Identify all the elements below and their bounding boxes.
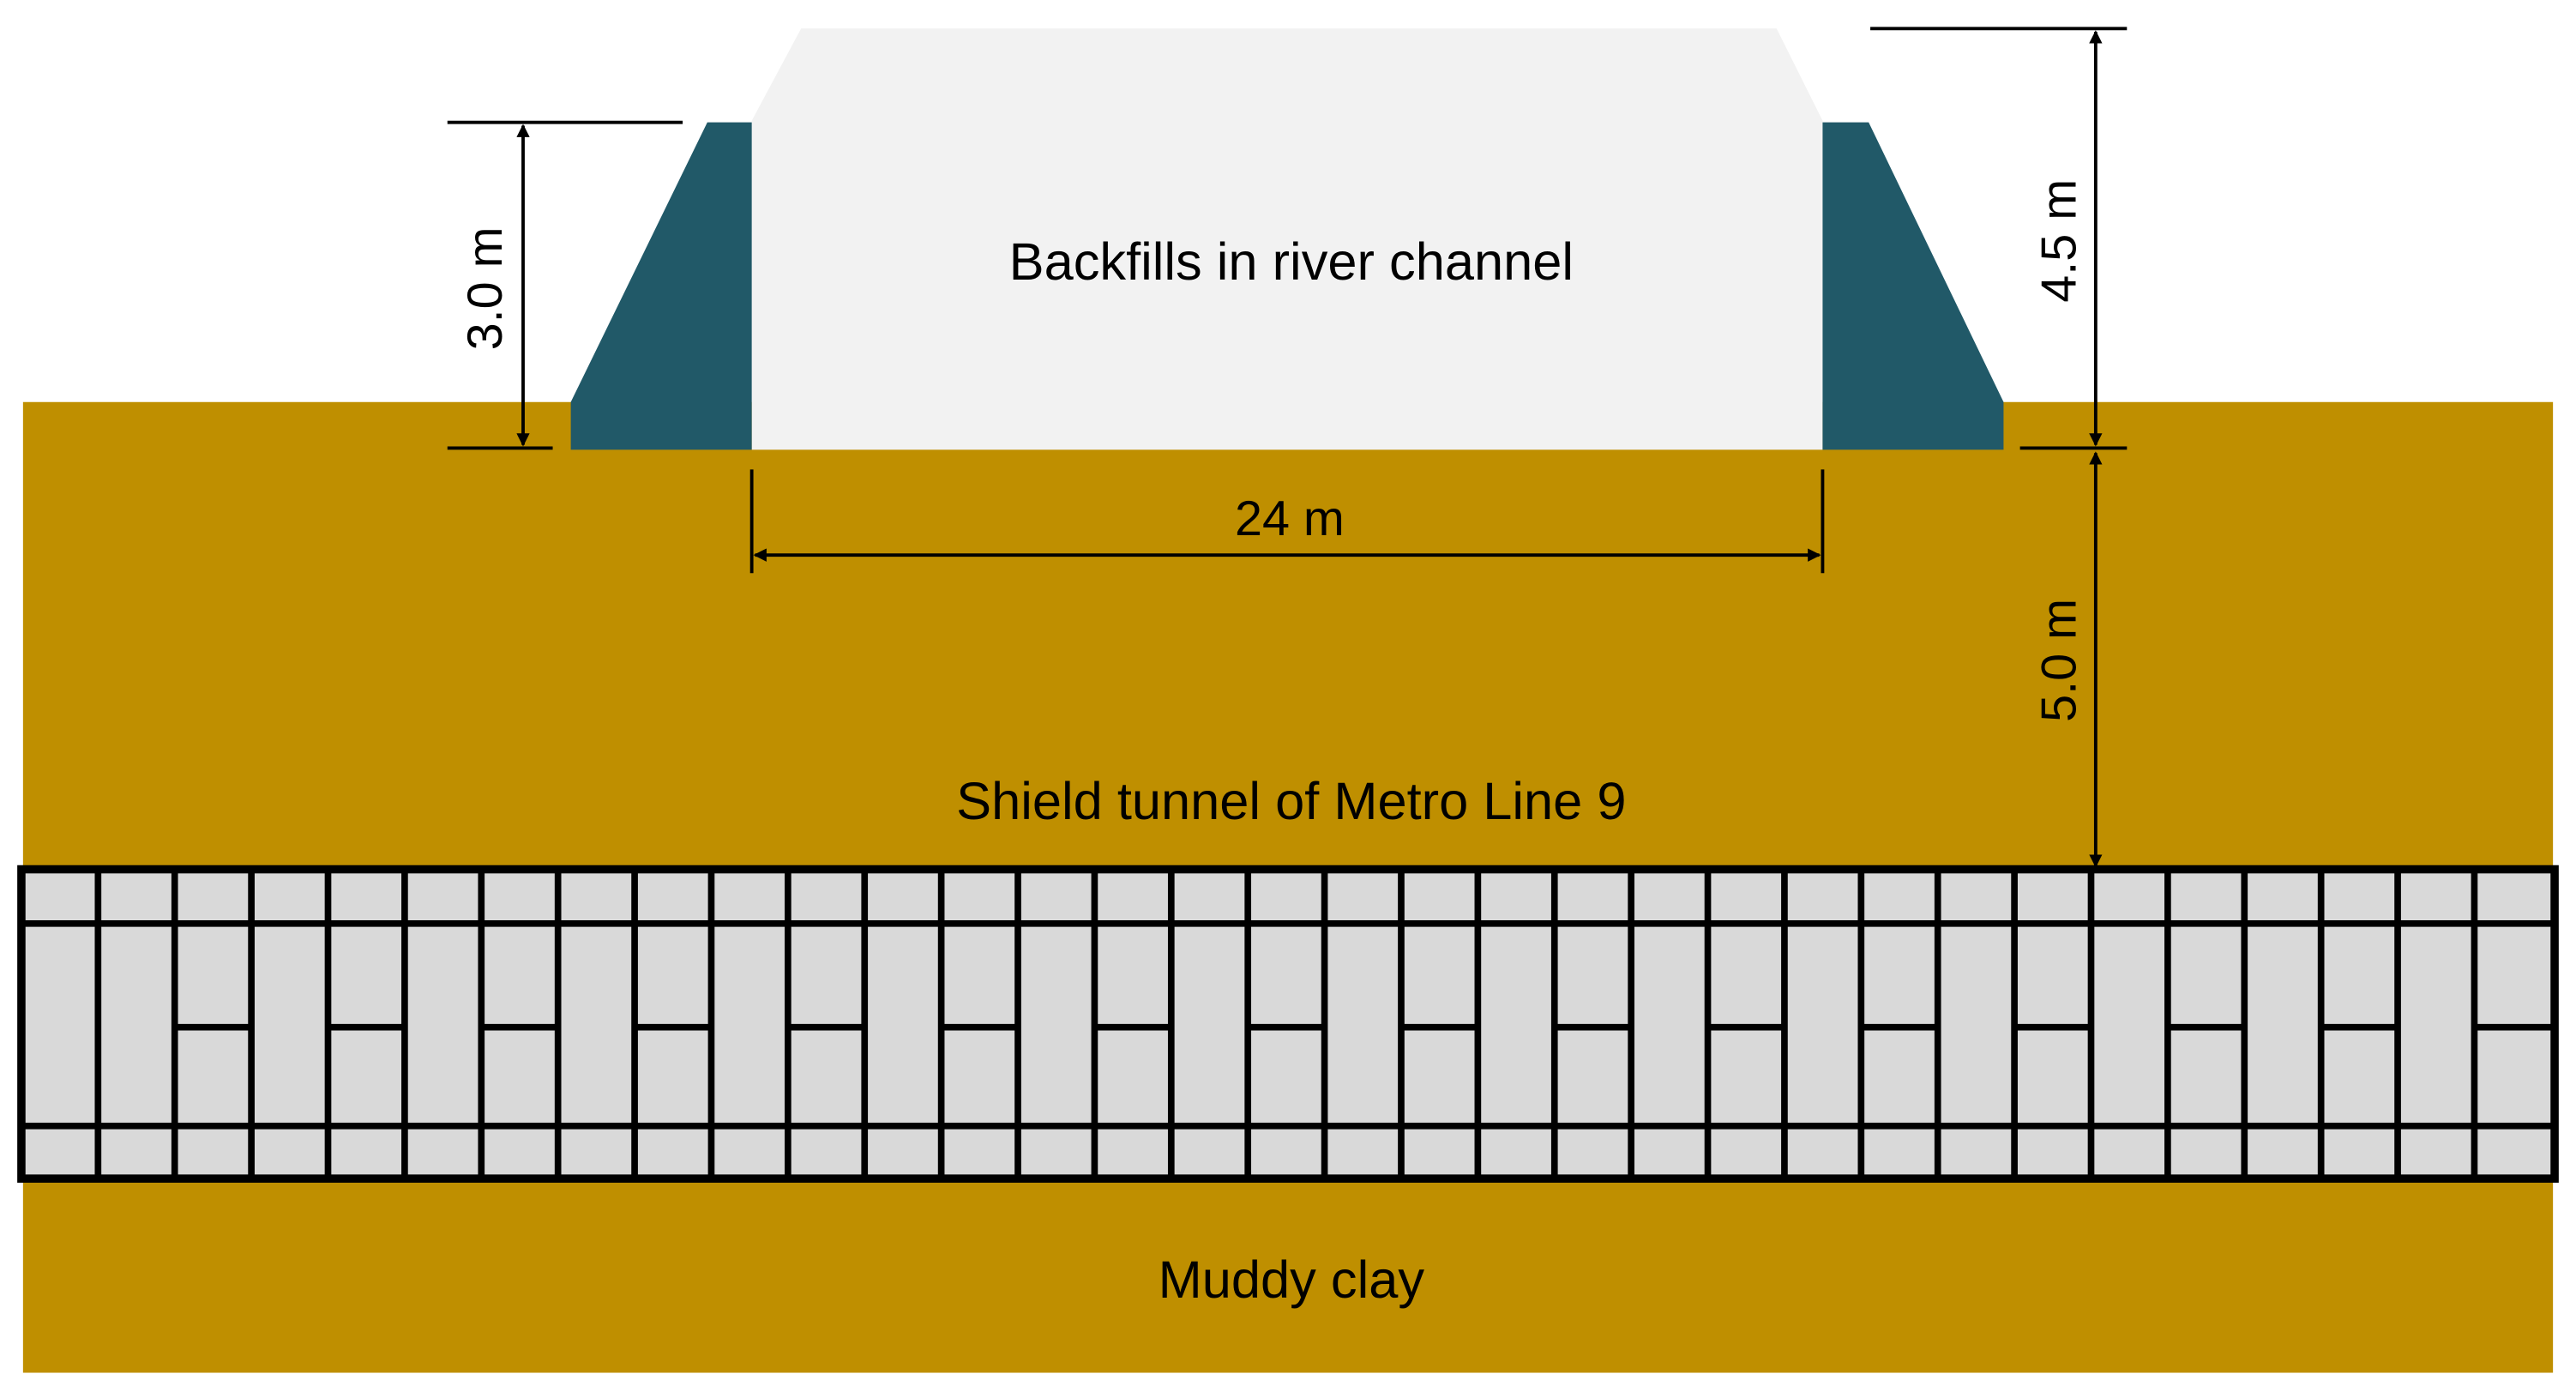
left-dike: [570, 122, 752, 450]
dimension-right-height: [1870, 27, 2128, 450]
backfill-label: Backfills in river channel: [1009, 232, 1574, 292]
tunnel-label: Shield tunnel of Metro Line 9: [956, 772, 1626, 831]
right-height-label: 4.5 m: [2032, 179, 2087, 303]
left-height-label: 3.0 m: [458, 226, 513, 350]
width-label: 24 m: [1235, 491, 1345, 546]
shield-tunnel-lining: [17, 865, 2559, 1183]
backfill-body: [751, 28, 1823, 450]
right-dike: [1822, 122, 2004, 450]
dimension-width: [749, 469, 1825, 574]
depth-label: 5.0 m: [2032, 599, 2087, 722]
dimension-left-height: [447, 120, 683, 450]
soil-label: Muddy clay: [1159, 1250, 1425, 1310]
